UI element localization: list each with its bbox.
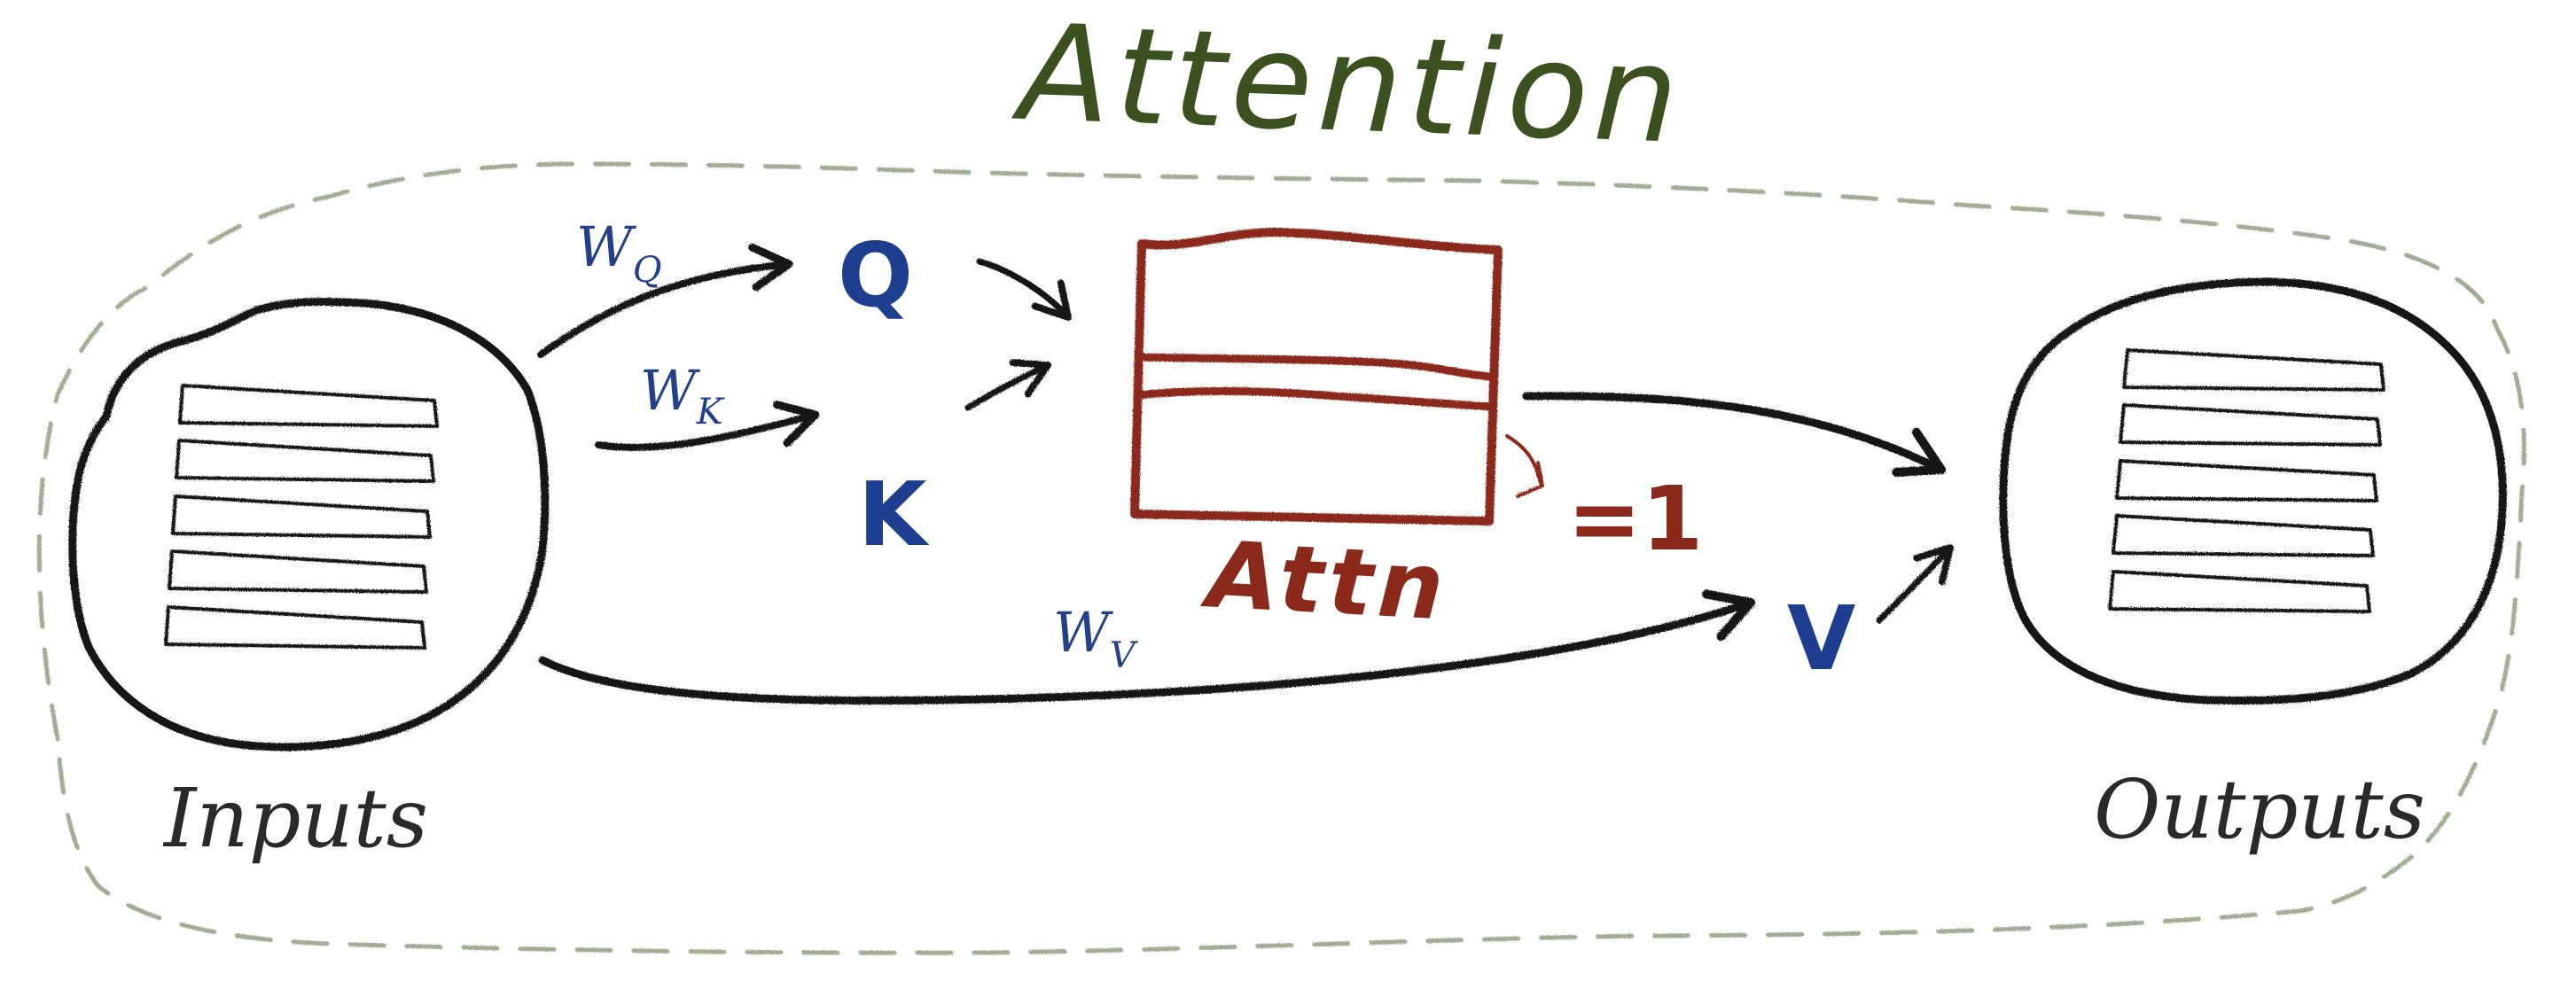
output-token-row [2119, 403, 2382, 447]
query-vector-label: Q [838, 223, 913, 327]
output-token-row [2115, 459, 2378, 502]
query-weight-sub: Q [633, 250, 662, 291]
output-token-row [2112, 514, 2375, 557]
arrow-v-to-outputs [1876, 544, 1954, 624]
output-token-row [2108, 570, 2371, 613]
value-vector-label: V [1787, 587, 1855, 690]
outputs-group: Outputs [1999, 277, 2507, 857]
input-token-row [164, 605, 426, 650]
input-token-row [178, 384, 439, 428]
attention-matrix-row-bottom [1133, 386, 1496, 411]
key-weight-label: WK [640, 358, 725, 432]
arrow-k-to-attn [964, 359, 1051, 411]
query-weight-label: WQ [576, 214, 662, 291]
key-vector-label: K [858, 463, 930, 566]
output-token-row [2122, 348, 2385, 392]
outputs-blob [1999, 277, 2507, 705]
inputs-token-stack [164, 384, 439, 650]
key-weight-base: W [640, 358, 700, 423]
row-sum-arrow-icon [1505, 434, 1544, 498]
attention-matrix-row-top [1135, 353, 1495, 381]
key-weight-sub: K [696, 392, 725, 432]
inputs-label: Inputs [162, 771, 428, 866]
inputs-blob [68, 298, 550, 751]
inputs-group: Inputs [68, 298, 550, 866]
input-token-row [168, 549, 428, 594]
input-token-row [171, 494, 432, 539]
outputs-label: Outputs [2094, 762, 2425, 857]
value-weight-base: W [1053, 600, 1113, 665]
value-weight-label: WV [1053, 600, 1139, 676]
attention-matrix-label: Attn [1198, 520, 1451, 641]
arrow-attn-to-outputs [1522, 392, 1947, 477]
outputs-token-stack [2108, 348, 2385, 613]
arrow-inputs-to-v [538, 589, 1756, 705]
arrow-inputs-to-q [537, 243, 793, 358]
arrow-inputs-to-k [595, 401, 820, 451]
input-token-row [175, 439, 435, 483]
query-weight-base: W [576, 214, 636, 279]
diagram-title: Attention [1010, 0, 1686, 174]
attention-module-frame [36, 161, 2526, 955]
arrow-q-to-attn [976, 258, 1072, 321]
attention-matrix-border [1130, 228, 1503, 526]
attention-matrix [1130, 228, 1544, 526]
row-sum-note: =1 [1567, 467, 1703, 571]
value-weight-sub: V [1110, 635, 1139, 676]
